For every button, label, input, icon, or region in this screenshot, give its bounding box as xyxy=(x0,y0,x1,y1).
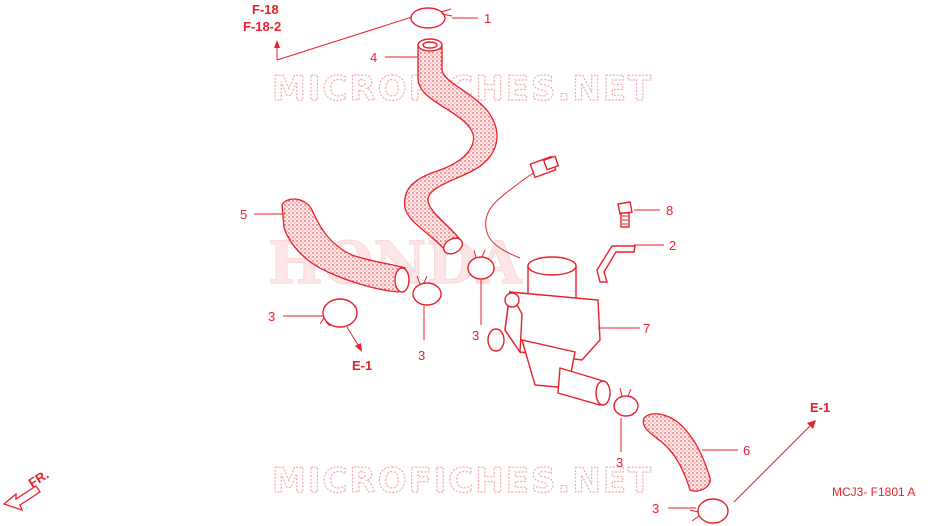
bracket-2 xyxy=(596,245,636,283)
callout-6: 6 xyxy=(743,443,750,458)
front-arrow xyxy=(2,485,41,512)
clamp-3-mid xyxy=(467,249,495,280)
ref-top-line1: F-18 xyxy=(252,2,279,17)
callout-4: 4 xyxy=(370,50,377,65)
connector-cable xyxy=(485,155,560,259)
callout-3-mid: 3 xyxy=(472,328,479,343)
bolt-8 xyxy=(617,201,633,228)
diagram-code: MCJ3- F1801 A xyxy=(832,485,915,499)
clamp-3-bottom xyxy=(689,498,729,524)
callout-7: 7 xyxy=(643,321,650,336)
ref-right-e1: E-1 xyxy=(810,400,830,415)
ref-top-line2: F-18-2 xyxy=(243,19,281,34)
clamp-3-lower xyxy=(613,387,639,417)
clamp-3-left xyxy=(319,298,358,328)
ref-left-e1: E-1 xyxy=(352,358,372,373)
watermark-bottom: MICROFICHES.NET xyxy=(272,461,653,501)
callout-3-bottom: 3 xyxy=(652,501,659,516)
callout-8: 8 xyxy=(666,203,673,218)
front-label: FR. xyxy=(26,467,52,491)
callout-2: 2 xyxy=(669,238,676,253)
callout-3-mid-left: 3 xyxy=(418,348,425,363)
callout-3-left: 3 xyxy=(268,309,275,324)
valve-7 xyxy=(487,256,611,406)
callout-3-lower: 3 xyxy=(616,455,623,470)
callout-1: 1 xyxy=(484,11,491,26)
clamp-1 xyxy=(410,7,453,29)
callout-5: 5 xyxy=(240,207,247,222)
hose-5 xyxy=(281,198,406,293)
ref-top-arrow xyxy=(274,16,413,61)
hose-6 xyxy=(642,413,711,492)
clamp-3-mid-left xyxy=(412,275,442,306)
